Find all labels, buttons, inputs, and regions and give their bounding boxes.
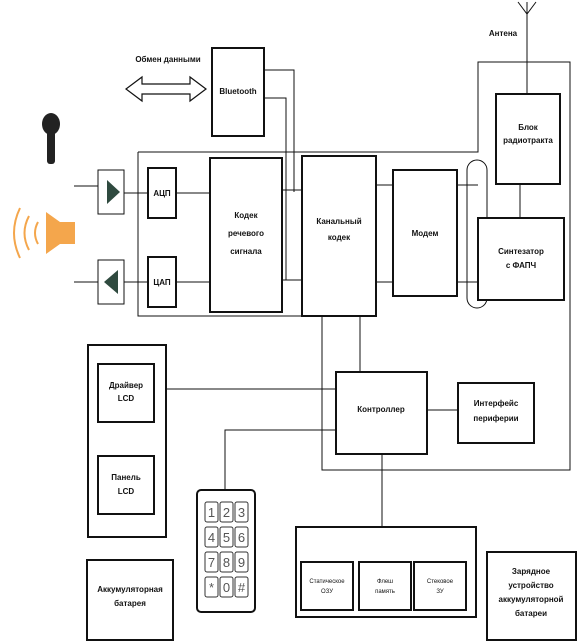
peripheral-label-2: периферии: [473, 414, 518, 423]
synthesizer-label-1: Синтезатор: [498, 247, 544, 256]
keypad-key-5[interactable]: [219, 526, 234, 548]
peripheral-interface-block: Интерфейс периферии: [457, 382, 535, 444]
peripheral-label-1: Интерфейс: [474, 399, 519, 408]
speaker-icon: [13, 207, 75, 259]
keypad-key-label: 6: [238, 530, 245, 545]
channel-codec-label-1: Канальный: [316, 217, 361, 226]
battery-label-1: Аккумуляторная: [97, 585, 163, 594]
antenna-icon: [517, 1, 537, 15]
keypad-key-6[interactable]: [234, 526, 249, 548]
bluetooth-block: Bluetooth: [211, 47, 265, 137]
keypad-key-10[interactable]: [204, 576, 219, 598]
charger-label-3: аккумуляторной: [499, 595, 564, 604]
main-board-outline: [137, 61, 571, 471]
charger-label-2: устройство: [508, 581, 553, 590]
speech-codec-label-3: сигнала: [230, 247, 262, 256]
lcd-driver-label-2: LCD: [118, 394, 135, 403]
keypad-key-label: 0: [223, 580, 230, 595]
battery-label-2: батарея: [114, 599, 146, 608]
radio-block-label-2: радиотракта: [503, 136, 553, 145]
keypad-key-3[interactable]: [234, 501, 249, 523]
antenna-label: Антена: [489, 29, 518, 38]
charger-label-4: батареи: [515, 609, 547, 618]
mic-amplifier-triangle: [97, 169, 125, 215]
stack-memory-label-2: ЗУ: [436, 589, 444, 595]
bluetooth-label: Bluetooth: [219, 87, 256, 96]
speech-codec-block: Кодек речевого сигнала: [209, 157, 283, 313]
synthesizer-block: Синтезатор с ФАПЧ: [477, 217, 565, 301]
channel-codec-label-2: кодек: [328, 233, 351, 242]
flash-memory-block: Флеш память: [358, 561, 412, 611]
radio-block: Блок радиотракта: [495, 93, 561, 185]
keypad-key-11[interactable]: [219, 576, 234, 598]
keypad-key-label: *: [209, 580, 214, 595]
microphone-icon: [42, 113, 60, 164]
dac-block: ЦАП: [147, 256, 177, 308]
adc-block: АЦП: [147, 167, 177, 219]
keypad-key-label: 1: [208, 505, 215, 520]
lcd-panel-block: Панель LCD: [97, 455, 155, 515]
dac-label: ЦАП: [153, 278, 171, 287]
modem-label: Модем: [412, 229, 439, 238]
keypad-key-9[interactable]: [234, 551, 249, 573]
charger-block: Зарядное устройство аккумуляторной батар…: [486, 551, 577, 641]
adc-label: АЦП: [153, 189, 171, 198]
stack-memory-label-1: Стековое: [427, 579, 454, 585]
keypad-key-4[interactable]: [204, 526, 219, 548]
keypad-key-8[interactable]: [219, 551, 234, 573]
keypad-key-label: 9: [238, 555, 245, 570]
keypad-key-2[interactable]: [219, 501, 234, 523]
keypad-key-label: 2: [223, 505, 230, 520]
controller-label: Контроллер: [357, 405, 405, 414]
radio-block-label-1: Блок: [518, 123, 539, 132]
lcd-panel-label-2: LCD: [118, 487, 135, 496]
flash-memory-label-1: Флеш: [377, 579, 393, 585]
synthesizer-label-2: с ФАПЧ: [506, 261, 537, 270]
static-ram-label-2: ОЗУ: [321, 589, 333, 595]
keypad-key-7[interactable]: [204, 551, 219, 573]
keypad-key-label: 8: [223, 555, 230, 570]
stack-memory-block: Стековое ЗУ: [413, 561, 467, 611]
data-exchange-label: Обмен данными: [135, 55, 200, 64]
keypad-key-label: #: [238, 580, 246, 595]
controller-block: Контроллер: [335, 371, 428, 455]
keypad-key-1[interactable]: [204, 501, 219, 523]
speaker-amplifier-triangle: [97, 259, 125, 305]
bidirectional-arrow-icon: [125, 75, 207, 103]
keypad-key-12[interactable]: [234, 576, 249, 598]
speech-codec-label-2: речевого: [228, 229, 264, 238]
keypad-key-label: 4: [208, 530, 215, 545]
keypad-key-label: 5: [223, 530, 230, 545]
battery-block: Аккумуляторная батарея: [86, 559, 174, 641]
keypad-key-label: 7: [208, 555, 215, 570]
modem-block: Модем: [392, 169, 458, 297]
charger-label-1: Зарядное: [512, 567, 551, 576]
flash-memory-label-2: память: [375, 589, 395, 595]
lcd-driver-block: Драйвер LCD: [97, 363, 155, 423]
static-ram-block: Статическое ОЗУ: [300, 561, 354, 611]
speech-codec-label-1: Кодек: [234, 211, 258, 220]
static-ram-label-1: Статическое: [309, 579, 345, 585]
lcd-driver-label-1: Драйвер: [109, 381, 143, 390]
keypad-key-label: 3: [238, 505, 245, 520]
lcd-panel-label-1: Панель: [111, 473, 141, 482]
channel-codec-block: Канальный кодек: [301, 155, 377, 317]
